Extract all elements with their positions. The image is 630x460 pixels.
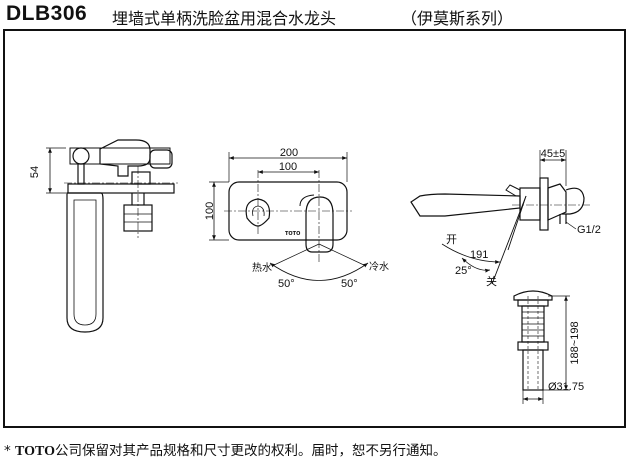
drain-height-label: 188~198 <box>569 321 581 364</box>
profile-view-open-label: 开 <box>446 233 457 246</box>
footer-asterisk: * <box>4 443 11 459</box>
product-title: 埋墙式单柄洗脸盆用混合水龙头 <box>112 9 337 28</box>
side-view-spout <box>66 192 104 333</box>
profile-view-reach-label: 191 <box>470 249 488 261</box>
front-view-centre-distance-label: 100 <box>279 161 297 173</box>
side-view-height-label: 54 <box>29 166 41 178</box>
side-view-spout-inner <box>73 199 97 326</box>
side-view-handle-body <box>69 147 171 165</box>
front-view-logo: TOTO <box>285 231 300 237</box>
front-view-handle <box>305 196 334 253</box>
front-view-hot-label: 热水 <box>252 261 272 274</box>
front-view-spout-outlet <box>245 198 271 227</box>
drain-view <box>513 290 570 404</box>
profile-view-lever-closed <box>491 195 527 285</box>
footer-text: 公司保留对其产品规格和尺寸更改的权利。届时，恕不另行通知。 <box>55 443 447 459</box>
drain-diameter-label: Ø31.75 <box>548 381 584 393</box>
front-view-height-label: 100 <box>204 202 216 220</box>
profile-view-valve <box>547 183 567 221</box>
side-view-handle-knob <box>72 147 90 165</box>
front-view-cold-label: 冷水 <box>369 260 389 273</box>
drawing-frame <box>3 29 626 428</box>
side-view <box>46 139 178 333</box>
profile-view-thread-label: G1/2 <box>577 224 601 236</box>
profile-view-depth-label: 45±5 <box>541 148 565 160</box>
profile-view-close-label: 关 <box>486 274 497 288</box>
profile-view <box>410 150 590 285</box>
profile-view-angle-label: 25° <box>455 265 472 277</box>
drain-flange <box>517 299 549 307</box>
side-view-handle-tip <box>149 149 173 169</box>
profile-view-handle <box>562 187 585 215</box>
drain-tailpipe <box>522 349 544 391</box>
profile-view-spout <box>410 193 521 217</box>
front-view-rotation-arc <box>269 262 369 281</box>
side-view-wall-plate <box>67 183 175 194</box>
side-view-stem <box>77 163 85 185</box>
front-view-right-angle-label: 50° <box>341 278 358 290</box>
footer-disclaimer: * TOTO公司保留对其产品规格和尺寸更改的权利。届时，恕不另行通知。 <box>4 439 447 460</box>
product-series: （伊莫斯系列） <box>401 9 514 28</box>
side-view-valve-cap <box>131 171 151 185</box>
front-view-left-angle-label: 50° <box>278 278 295 290</box>
front-view-width-label: 200 <box>280 147 298 159</box>
profile-view-body <box>519 187 541 221</box>
model-number: DLB306 <box>6 2 88 25</box>
title-bar: DLB306 埋墙式单柄洗脸盆用混合水龙头 （伊莫斯系列） <box>0 0 630 28</box>
front-view <box>209 152 369 281</box>
profile-view-wall-plate <box>539 177 549 231</box>
drain-cap <box>513 290 553 301</box>
side-view-handle-lever <box>99 139 151 177</box>
drain-nut <box>517 341 549 351</box>
footer-brand: TOTO <box>15 444 55 459</box>
